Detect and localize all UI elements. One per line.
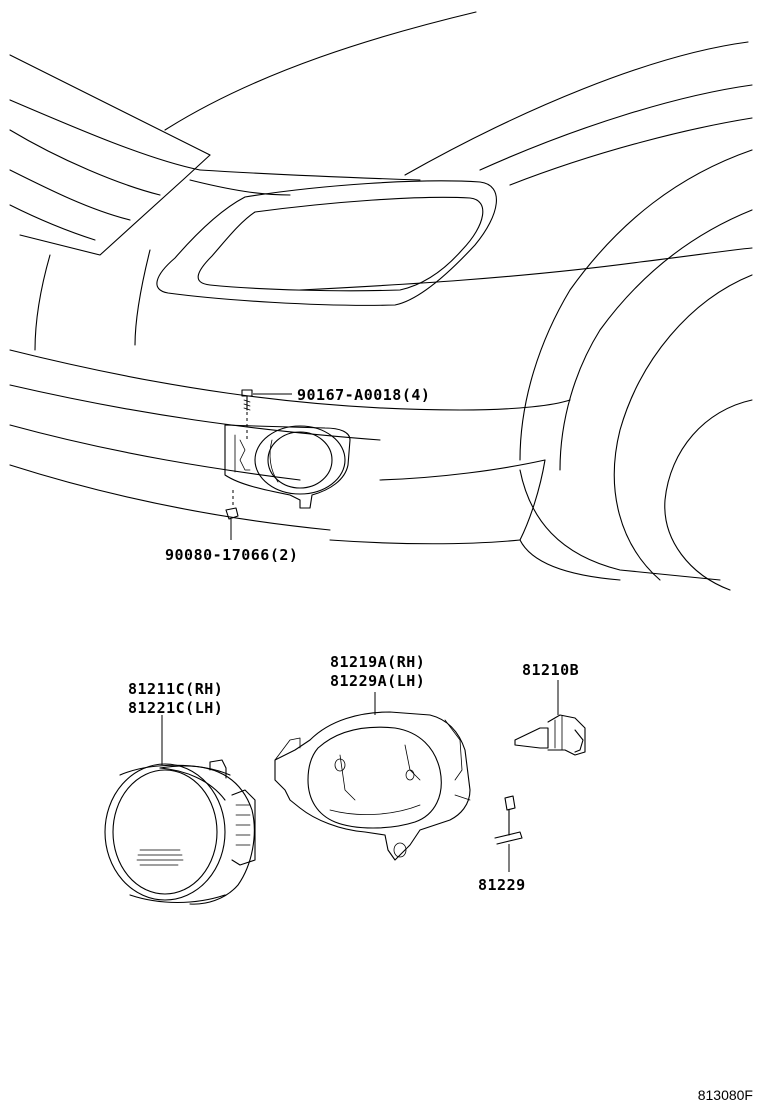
installed-fog-lamp <box>224 424 351 509</box>
nut-callout: 90080-17066(2) <box>165 546 298 564</box>
vehicle-front-outline <box>9 11 753 591</box>
lamp-rh-callout: 81211C(RH) <box>128 680 223 698</box>
bolt-callout: 90167-A0018(4) <box>297 386 430 404</box>
socket-callout: 81229 <box>478 876 526 894</box>
bulb-part <box>514 680 586 756</box>
bolt-part <box>241 389 292 440</box>
lamp-lh-callout: 81221C(LH) <box>128 699 223 717</box>
diagram-code: 813080F <box>698 1087 753 1103</box>
housing-lh-callout: 81229A(LH) <box>330 672 425 690</box>
fog-lamp-assembly <box>104 715 256 905</box>
nut-part <box>225 490 239 540</box>
bulb-callout: 81210B <box>522 661 579 679</box>
socket-part <box>494 795 523 872</box>
housing-rh-callout: 81219A(RH) <box>330 653 425 671</box>
lamp-housing-bracket <box>274 692 471 861</box>
